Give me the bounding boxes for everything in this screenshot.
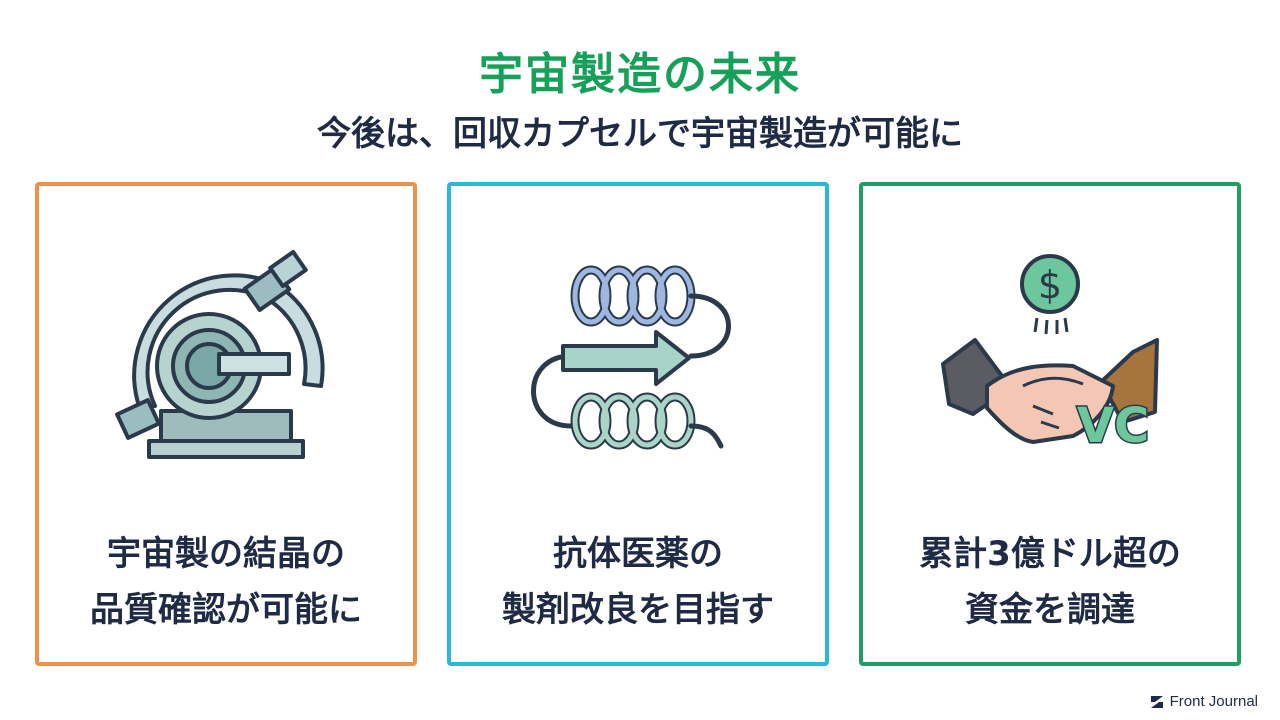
page-title: 宇宙製造の未来 (479, 49, 801, 100)
card-crystal-quality: 宇宙製の結晶の 品質確認が可能に (35, 182, 417, 666)
xray-diffractometer-icon (115, 249, 325, 459)
brand-name: Front Journal (1169, 693, 1258, 710)
front-journal-logo-icon (1150, 695, 1163, 708)
antibody-coil-icon (531, 265, 731, 450)
card-caption: 宇宙製の結晶の 品質確認が可能に (39, 526, 413, 638)
brand-logo: Front Journal (1150, 693, 1258, 710)
caption-line-2: 製剤改良を目指す (502, 590, 774, 630)
svg-text:$: $ (1038, 263, 1062, 307)
caption-line-2: 品質確認が可能に (90, 590, 362, 630)
card-funding: $ VC 累計3億ドル超の 資金を調達 (859, 182, 1241, 666)
caption-line-2: 資金を調達 (965, 590, 1135, 630)
card-caption: 抗体医薬の 製剤改良を目指す (451, 526, 825, 638)
caption-line-1: 抗体医薬の (553, 534, 723, 574)
card-antibody-formulation: 抗体医薬の 製剤改良を目指す (447, 182, 829, 666)
card-caption: 累計3億ドル超の 資金を調達 (863, 526, 1237, 638)
caption-line-1: 累計3億ドル超の (919, 534, 1181, 574)
page-subtitle: 今後は、回収カプセルで宇宙製造が可能に (317, 114, 963, 154)
dollar-coin-icon: $ (1020, 254, 1080, 335)
vc-label: VC (1077, 398, 1149, 454)
caption-line-1: 宇宙製の結晶の (107, 534, 345, 574)
vc-handshake-icon: $ VC (941, 254, 1159, 456)
